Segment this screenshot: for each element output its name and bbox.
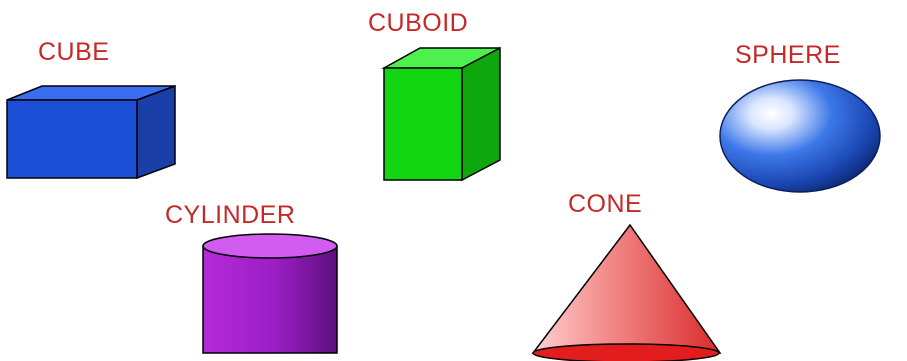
cone-body bbox=[533, 225, 720, 353]
cone-shape bbox=[525, 222, 725, 361]
cone-label: CONE bbox=[568, 192, 642, 217]
cuboid-shape bbox=[375, 40, 510, 185]
cube-label: CUBE bbox=[38, 40, 109, 65]
cylinder-body bbox=[203, 246, 337, 353]
cube-shape bbox=[0, 80, 185, 185]
cube-front-face bbox=[7, 100, 137, 178]
cylinder-top-face bbox=[203, 234, 337, 258]
cuboid-label: CUBOID bbox=[368, 11, 468, 36]
sphere-body bbox=[720, 80, 880, 192]
cylinder-label: CYLINDER bbox=[165, 203, 295, 228]
cylinder-shape bbox=[195, 228, 345, 361]
cuboid-side-face bbox=[462, 48, 500, 180]
sphere-label: SPHERE bbox=[735, 43, 841, 68]
cone-base bbox=[533, 344, 719, 361]
sphere-shape bbox=[715, 78, 907, 196]
cuboid-front-face bbox=[384, 68, 462, 180]
cube-side-face bbox=[137, 86, 175, 178]
